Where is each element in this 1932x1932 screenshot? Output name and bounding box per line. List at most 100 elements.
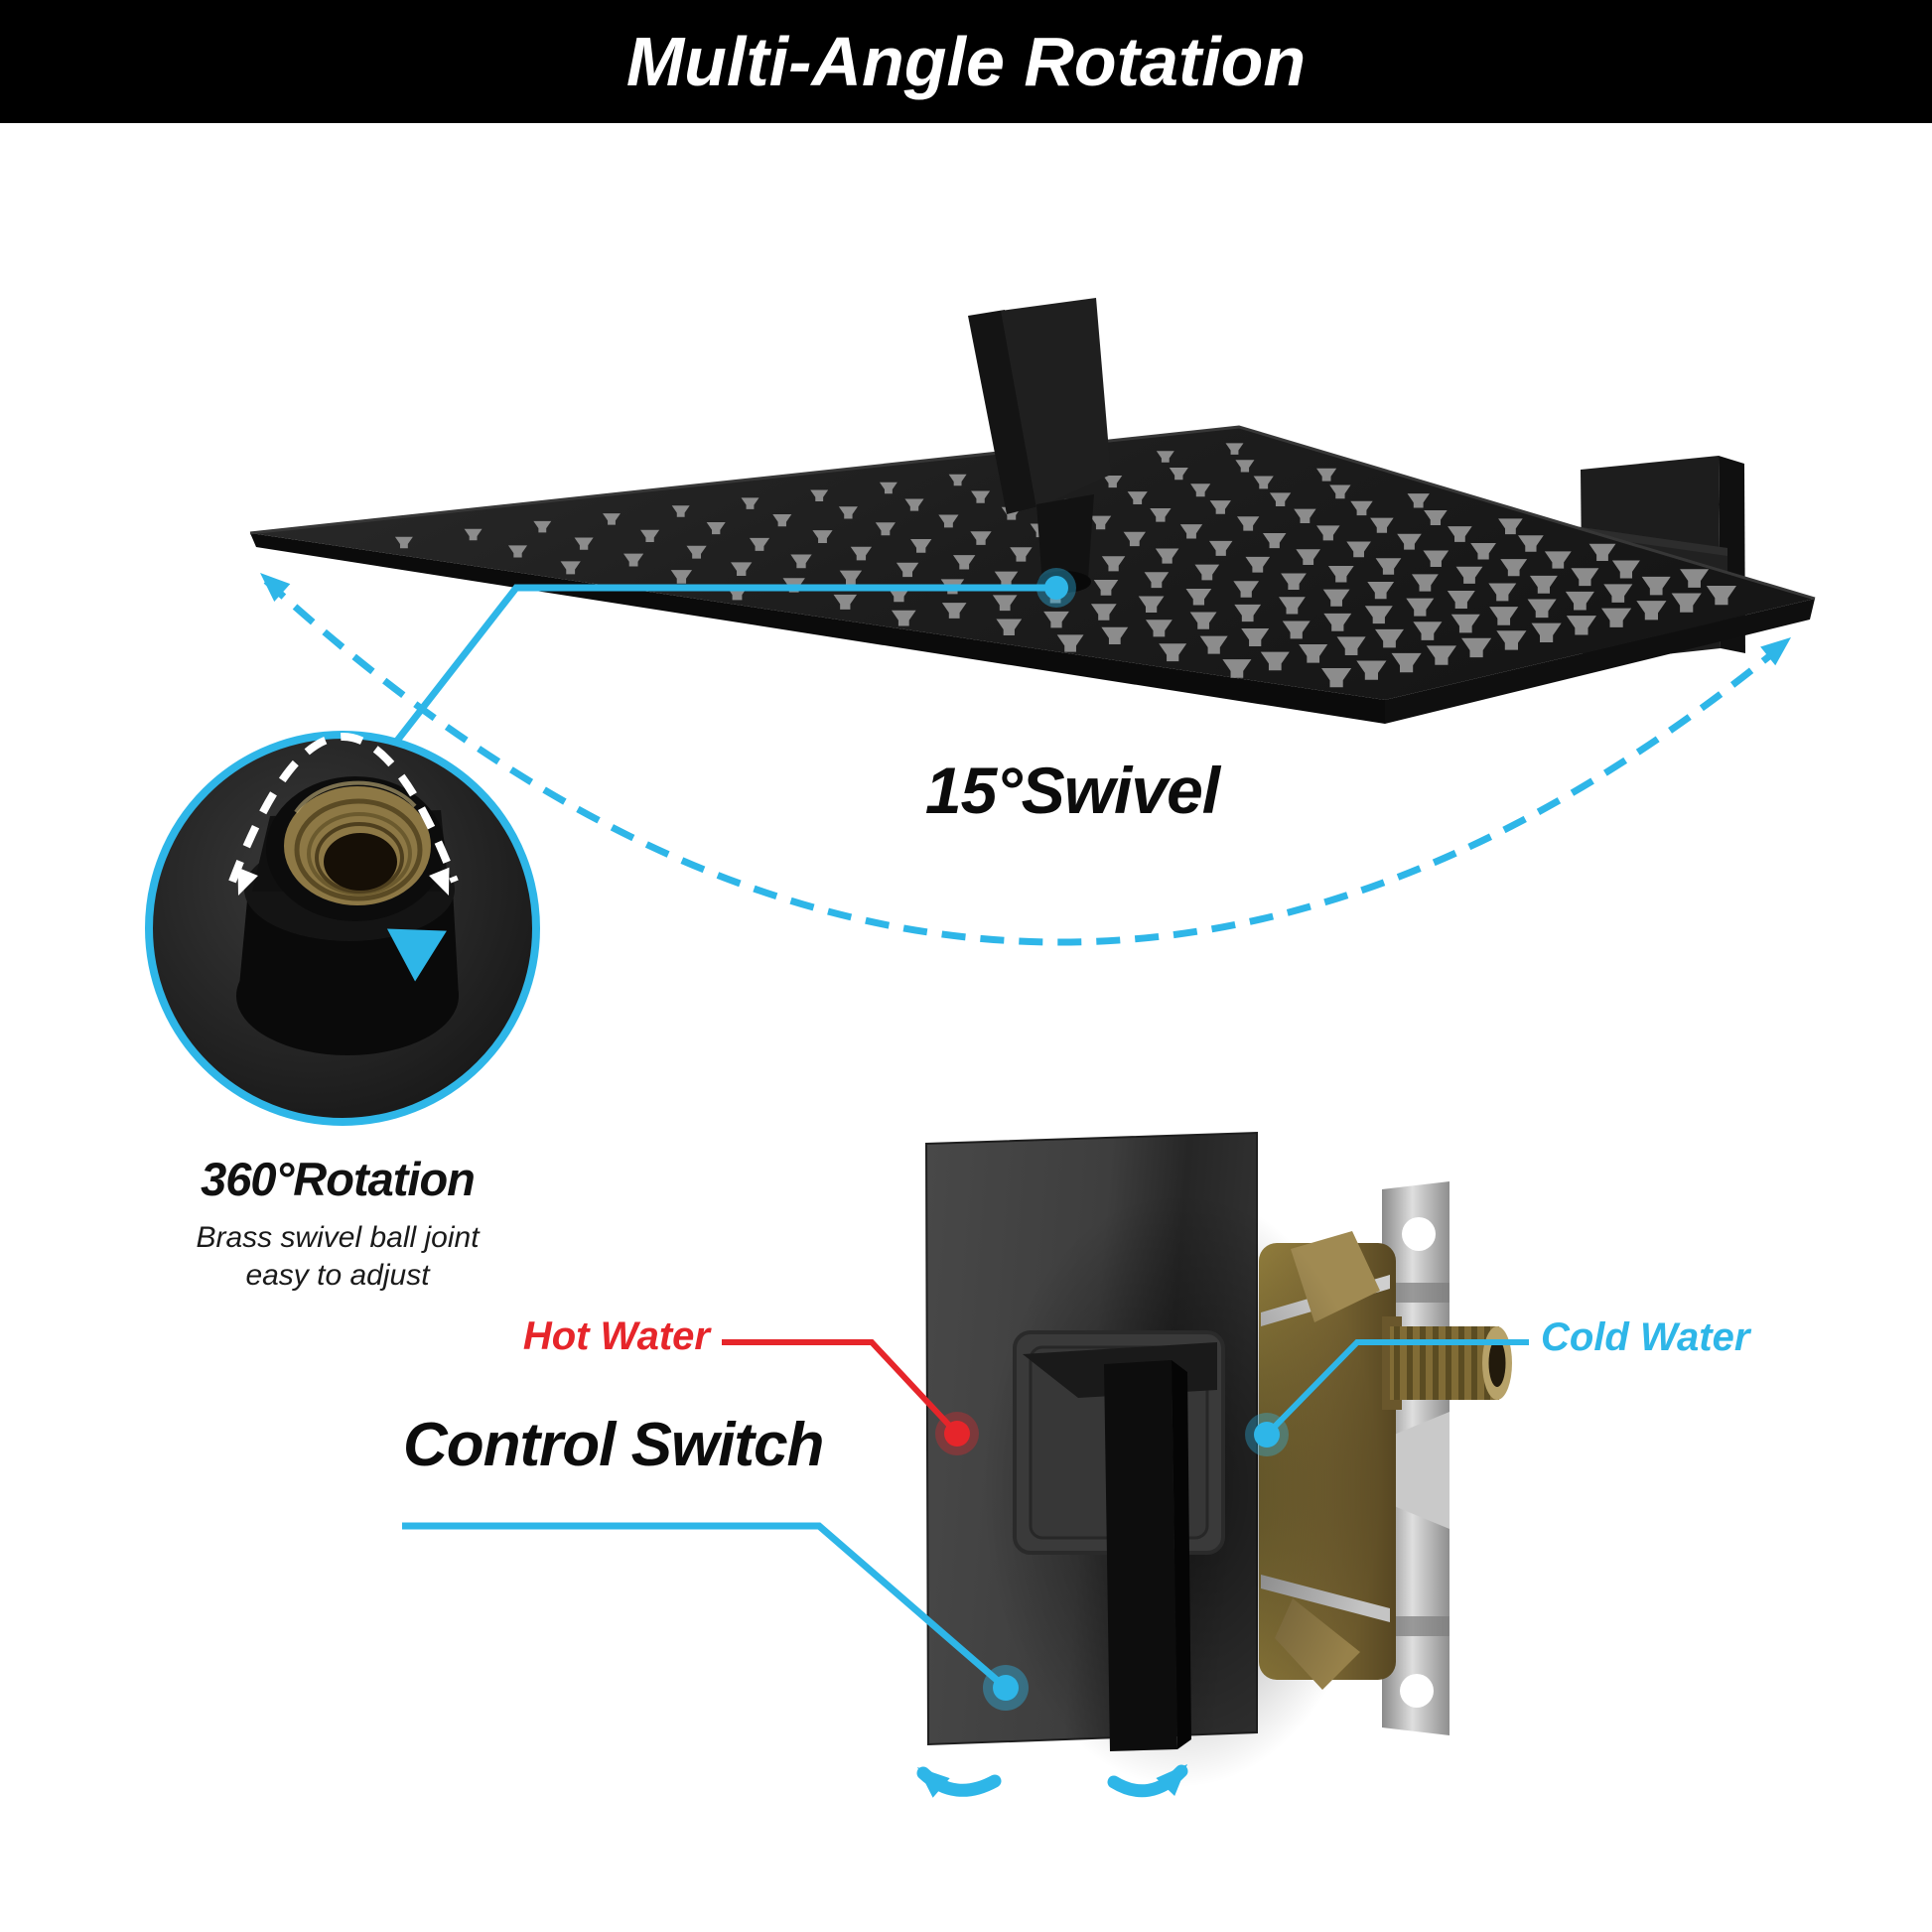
shower-nozzle-icon xyxy=(1603,584,1633,603)
shower-nozzle-icon xyxy=(1150,507,1172,522)
shower-nozzle-icon xyxy=(1407,493,1430,508)
shower-nozzle-icon xyxy=(1671,593,1702,613)
bracket-bend-bottom xyxy=(1382,1616,1449,1636)
cold-water-callout xyxy=(1245,1339,1529,1456)
shower-nozzle-icon xyxy=(1367,582,1395,600)
shower-nozzle-icon xyxy=(790,554,812,569)
shower-nozzle-icon xyxy=(1488,583,1517,602)
shower-nozzle-icon xyxy=(1145,620,1173,637)
shower-nozzle-icon xyxy=(1190,483,1211,497)
handle-lever xyxy=(1104,1360,1177,1751)
rotation-description-line2: easy to adjust xyxy=(245,1259,430,1292)
shower-nozzle-icon xyxy=(1299,644,1328,663)
shower-nozzle-icon xyxy=(812,530,833,544)
rotation-callout-leader xyxy=(394,568,1076,744)
shower-nozzle-icon xyxy=(1413,621,1443,640)
shower-nozzle-icon xyxy=(1518,535,1544,552)
shower-nozzle-icon xyxy=(1101,626,1129,645)
shower-nozzle-icon xyxy=(1090,604,1117,621)
shower-nozzle-icon xyxy=(1321,667,1352,688)
shower-nozzle-icon xyxy=(706,521,726,535)
hot-water-callout xyxy=(722,1339,979,1455)
hot-water-dot-icon xyxy=(944,1421,970,1447)
shower-nozzle-icon xyxy=(1601,608,1632,627)
shower-nozzle-icon xyxy=(1496,630,1527,650)
page-title: Multi-Angle Rotation xyxy=(625,23,1307,100)
shower-nozzle-icon xyxy=(1233,581,1260,598)
rotation-description-line1: Brass swivel ball joint xyxy=(196,1221,480,1254)
shower-nozzle-icon xyxy=(1346,541,1371,558)
shower-nozzle-icon xyxy=(1370,517,1394,533)
shower-arm-block xyxy=(1001,298,1111,508)
shower-nozzle-icon xyxy=(1680,569,1710,588)
rotation-heading: 360°Rotation xyxy=(201,1153,476,1205)
shower-nozzle-icon xyxy=(603,513,621,525)
bracket-screw-hole-top xyxy=(1402,1217,1436,1251)
shower-nozzle-icon xyxy=(464,528,483,541)
rotation-dashed-arc-arrow-icon xyxy=(228,733,459,896)
shower-nozzle-icon xyxy=(1336,636,1366,656)
shower-nozzle-icon xyxy=(1461,637,1492,658)
rotation-description: Brass swivel ball joint easy to adjust xyxy=(119,1219,556,1295)
shower-nozzle-icon xyxy=(896,562,919,578)
bracket-screw-hole-bottom xyxy=(1400,1674,1434,1708)
shower-nozzle-icon xyxy=(1706,585,1736,606)
rotate-left-arrow-icon xyxy=(916,1766,1002,1798)
shower-nozzle-icon xyxy=(1611,560,1640,579)
swivel-connector xyxy=(1036,494,1094,584)
shower-plate-underside-left xyxy=(250,533,1385,724)
shower-nozzle-icon xyxy=(623,553,644,567)
shower-nozzle-icon xyxy=(749,537,770,551)
shower-nozzle-icon xyxy=(1225,443,1244,455)
shower-nozzle-icon xyxy=(948,474,967,486)
shower-nozzle-icon xyxy=(671,505,690,517)
shower-nozzle-icon xyxy=(1566,616,1596,635)
shower-nozzle-icon xyxy=(1329,484,1351,499)
shower-nozzle-icon xyxy=(850,546,873,561)
shower-nozzle-icon xyxy=(1269,492,1292,506)
shower-nozzle-icon xyxy=(1101,556,1126,572)
shower-nozzle-icon xyxy=(1156,451,1174,463)
shower-nozzle-icon xyxy=(1588,543,1616,562)
shower-nozzle-icon xyxy=(1448,526,1472,542)
shower-nozzle-icon xyxy=(1529,575,1558,594)
handle-lever-side xyxy=(1172,1360,1191,1749)
shower-nozzle-icon xyxy=(741,497,759,509)
swivel-arc-arrow-icon xyxy=(260,573,1791,946)
shower-nozzle-icon xyxy=(1296,549,1321,565)
shower-nozzle-icon xyxy=(1527,599,1557,619)
shower-nozzle-icon xyxy=(1641,576,1671,596)
shower-nozzle-icon xyxy=(941,603,967,619)
shower-nozzle-icon xyxy=(1199,635,1228,654)
shower-nozzle-icon xyxy=(839,570,863,585)
shower-nozzle-icon xyxy=(1322,589,1350,607)
shower-nozzle-icon xyxy=(1327,565,1354,583)
rotate-right-arrow-icon xyxy=(1107,1764,1188,1798)
control-valve-plate xyxy=(924,1131,1380,1787)
shower-nozzle-icon xyxy=(1159,643,1187,662)
brass-swivel-joint-photo xyxy=(236,776,459,1055)
shower-nozzle-icon xyxy=(938,514,959,528)
shower-nozzle-icon xyxy=(1500,559,1528,577)
control-switch-label: Control Switch xyxy=(403,1411,824,1479)
shower-plate-edge-highlight xyxy=(249,425,1816,601)
shower-nozzle-icon xyxy=(910,539,932,553)
shower-nozzle-icon xyxy=(1424,509,1448,526)
shower-nozzle-icon xyxy=(1245,556,1271,573)
cold-water-dot-icon xyxy=(1254,1422,1280,1448)
shower-nozzle-icon xyxy=(1281,573,1307,591)
shower-nozzle-icon xyxy=(640,529,660,542)
shower-plate-underside-right xyxy=(1385,599,1815,724)
shower-nozzle-icon xyxy=(1489,607,1519,625)
shower-nozzle-icon xyxy=(970,531,992,545)
shower-nozzle-icon xyxy=(1374,628,1405,648)
shower-nozzle-icon xyxy=(994,571,1019,587)
shower-nozzle-icon xyxy=(1010,547,1033,562)
shower-nozzle-icon xyxy=(953,555,976,570)
shower-nozzle-icon xyxy=(810,489,829,501)
shower-nozzle-icon xyxy=(1350,500,1373,516)
shower-nozzle-icon xyxy=(904,498,924,511)
shower-nozzle-icon xyxy=(1426,645,1456,665)
